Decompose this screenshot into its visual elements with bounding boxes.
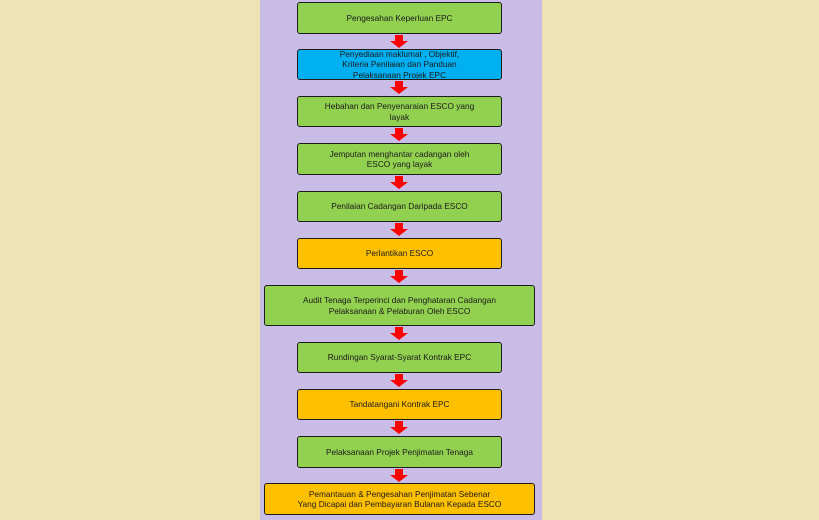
step-8-rundingan-kontrak: Rundingan Syarat-Syarat Kontrak EPC xyxy=(297,342,502,373)
arrow-down-icon xyxy=(390,421,408,434)
step-4-jemputan-cadangan: Jemputan menghantar cadangan oleh ESCO y… xyxy=(297,143,502,175)
arrow-down-icon xyxy=(390,223,408,236)
flowchart-panel: Pengesahan Keperluan EPC Penyediaan makl… xyxy=(260,0,542,520)
arrow-down-icon xyxy=(390,374,408,387)
step-7-audit-tenaga: Audit Tenaga Terperinci dan Penghataran … xyxy=(264,285,535,326)
step-10-pelaksanaan-projek: Pelaksanaan Projek Penjimatan Tenaga xyxy=(297,436,502,468)
step-2-penyediaan-maklumat: Penyediaan maklumat , Objektif, Kriteria… xyxy=(297,49,502,80)
step-5-penilaian-cadangan: Penilaian Cadangan Daripada ESCO xyxy=(297,191,502,222)
arrow-down-icon xyxy=(390,81,408,94)
step-9-tandatangani-kontrak: Tandatangani Kontrak EPC xyxy=(297,389,502,420)
step-11-pemantauan-pengesahan: Pemantauan & Pengesahan Penjimatan Seben… xyxy=(264,483,535,515)
arrow-down-icon xyxy=(390,128,408,141)
step-3-hebahan-penyenaraian: Hebahan dan Penyenaraian ESCO yang layak xyxy=(297,96,502,127)
arrow-down-icon xyxy=(390,35,408,48)
arrow-down-icon xyxy=(390,176,408,189)
arrow-down-icon xyxy=(390,327,408,340)
arrow-down-icon xyxy=(390,270,408,283)
step-1-pengesahan-keperluan: Pengesahan Keperluan EPC xyxy=(297,2,502,34)
arrow-down-icon xyxy=(390,469,408,482)
step-6-perlantikan-esco: Perlantikan ESCO xyxy=(297,238,502,269)
